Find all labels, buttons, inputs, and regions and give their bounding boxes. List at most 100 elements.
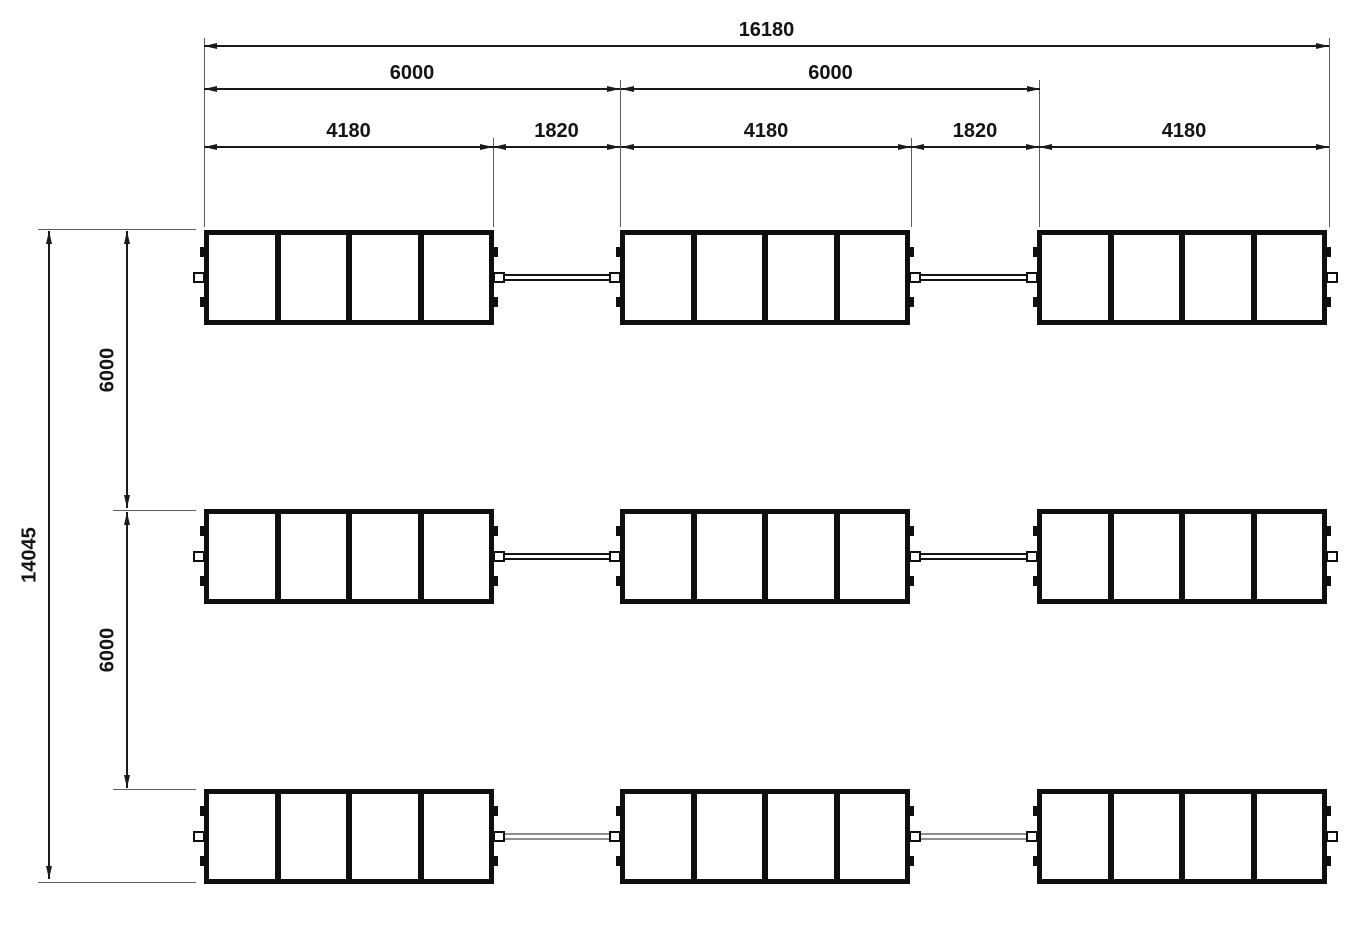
clamp-tab-icon xyxy=(200,297,207,307)
clamp-tab-icon xyxy=(1324,526,1331,536)
panel xyxy=(1256,235,1322,320)
connector-lug-icon xyxy=(1026,831,1038,842)
clamp-tab-icon xyxy=(1324,576,1331,586)
panel xyxy=(280,514,346,599)
connector-lug-icon xyxy=(1326,272,1338,283)
clamp-tab-icon xyxy=(616,806,623,816)
panel xyxy=(768,235,834,320)
clamp-tab-icon xyxy=(1033,526,1040,536)
panel xyxy=(1113,794,1179,879)
connector-bar xyxy=(492,553,622,560)
clamp-tab-icon xyxy=(907,806,914,816)
extension-line xyxy=(38,229,196,230)
panel xyxy=(696,514,762,599)
panel xyxy=(1185,794,1251,879)
panel xyxy=(280,235,346,320)
panel xyxy=(839,235,905,320)
panel xyxy=(768,794,834,879)
connector-lug-icon xyxy=(909,272,921,283)
dim-label: 1820 xyxy=(952,120,998,142)
panel xyxy=(209,514,275,599)
clamp-tab-icon xyxy=(1033,247,1040,257)
panel xyxy=(1042,235,1108,320)
panel xyxy=(625,514,691,599)
panel xyxy=(625,235,691,320)
connector-lug-icon xyxy=(909,551,921,562)
panel xyxy=(1185,514,1251,599)
clamp-tab-icon xyxy=(907,856,914,866)
clamp-tab-icon xyxy=(1324,806,1331,816)
panel xyxy=(1185,235,1251,320)
connector-lug-icon xyxy=(609,272,621,283)
dim-group-width-3: 4180 xyxy=(1039,120,1329,150)
clamp-tab-icon xyxy=(1033,856,1040,866)
extension-line xyxy=(38,882,196,883)
panel-group xyxy=(609,509,921,604)
panel xyxy=(625,794,691,879)
clamp-tab-icon xyxy=(1324,856,1331,866)
dim-label: 4180 xyxy=(1161,120,1207,142)
connector-lug-icon xyxy=(909,831,921,842)
clamp-tab-icon xyxy=(1033,806,1040,816)
clamp-tab-icon xyxy=(616,526,623,536)
extension-line xyxy=(1039,80,1040,227)
clamp-tab-icon xyxy=(907,526,914,536)
connector-lug-icon xyxy=(193,551,205,562)
dim-row-span-2: 6000 xyxy=(97,512,130,788)
panel-group xyxy=(609,230,921,325)
panel xyxy=(209,235,275,320)
panel xyxy=(768,514,834,599)
connector-lug-icon xyxy=(1026,551,1038,562)
panel-group xyxy=(609,789,921,884)
panel xyxy=(1113,235,1179,320)
clamp-tab-icon xyxy=(491,576,498,586)
panel xyxy=(352,514,418,599)
panel xyxy=(839,794,905,879)
connector-lug-icon xyxy=(493,551,505,562)
dim-label: 6000 xyxy=(96,627,119,673)
dim-col-span-left: 6000 xyxy=(204,62,620,92)
clamp-tab-icon xyxy=(200,247,207,257)
dim-label: 6000 xyxy=(808,62,853,84)
panel xyxy=(696,794,762,879)
panel xyxy=(1042,514,1108,599)
clamp-tab-icon xyxy=(491,526,498,536)
clamp-tab-icon xyxy=(907,247,914,257)
clamp-tab-icon xyxy=(1324,247,1331,257)
extension-line xyxy=(204,38,205,227)
connector-lug-icon xyxy=(1026,272,1038,283)
panel-group xyxy=(193,789,505,884)
clamp-tab-icon xyxy=(200,806,207,816)
dim-gap-2: 1820 xyxy=(911,120,1039,150)
panel xyxy=(352,235,418,320)
panel-group xyxy=(1026,509,1338,604)
dim-overall-height: 14045 xyxy=(19,231,52,879)
dim-label: 4180 xyxy=(743,120,789,142)
panel xyxy=(1256,794,1322,879)
clamp-tab-icon xyxy=(1033,576,1040,586)
panel xyxy=(423,235,489,320)
clamp-tab-icon xyxy=(491,856,498,866)
extension-line xyxy=(1329,38,1330,227)
clamp-tab-icon xyxy=(200,576,207,586)
connector-lug-icon xyxy=(609,551,621,562)
dim-overall-width: 16180 xyxy=(204,19,1329,49)
panel xyxy=(423,794,489,879)
clamp-tab-icon xyxy=(491,247,498,257)
panel-group xyxy=(193,230,505,325)
panel xyxy=(839,514,905,599)
connector-bar xyxy=(908,553,1039,560)
connector-lug-icon xyxy=(493,831,505,842)
dim-col-span-right: 6000 xyxy=(621,62,1040,92)
dim-label: 4180 xyxy=(326,120,371,142)
panel-group xyxy=(1026,789,1338,884)
dim-row-span-1: 6000 xyxy=(97,231,130,508)
clamp-tab-icon xyxy=(616,297,623,307)
connector-lug-icon xyxy=(193,831,205,842)
extension-line xyxy=(113,510,196,511)
connector-lug-icon xyxy=(1326,831,1338,842)
connector-bar xyxy=(908,833,1039,840)
panel-group xyxy=(1026,230,1338,325)
connector-lug-icon xyxy=(493,272,505,283)
dim-label: 1820 xyxy=(534,120,579,142)
